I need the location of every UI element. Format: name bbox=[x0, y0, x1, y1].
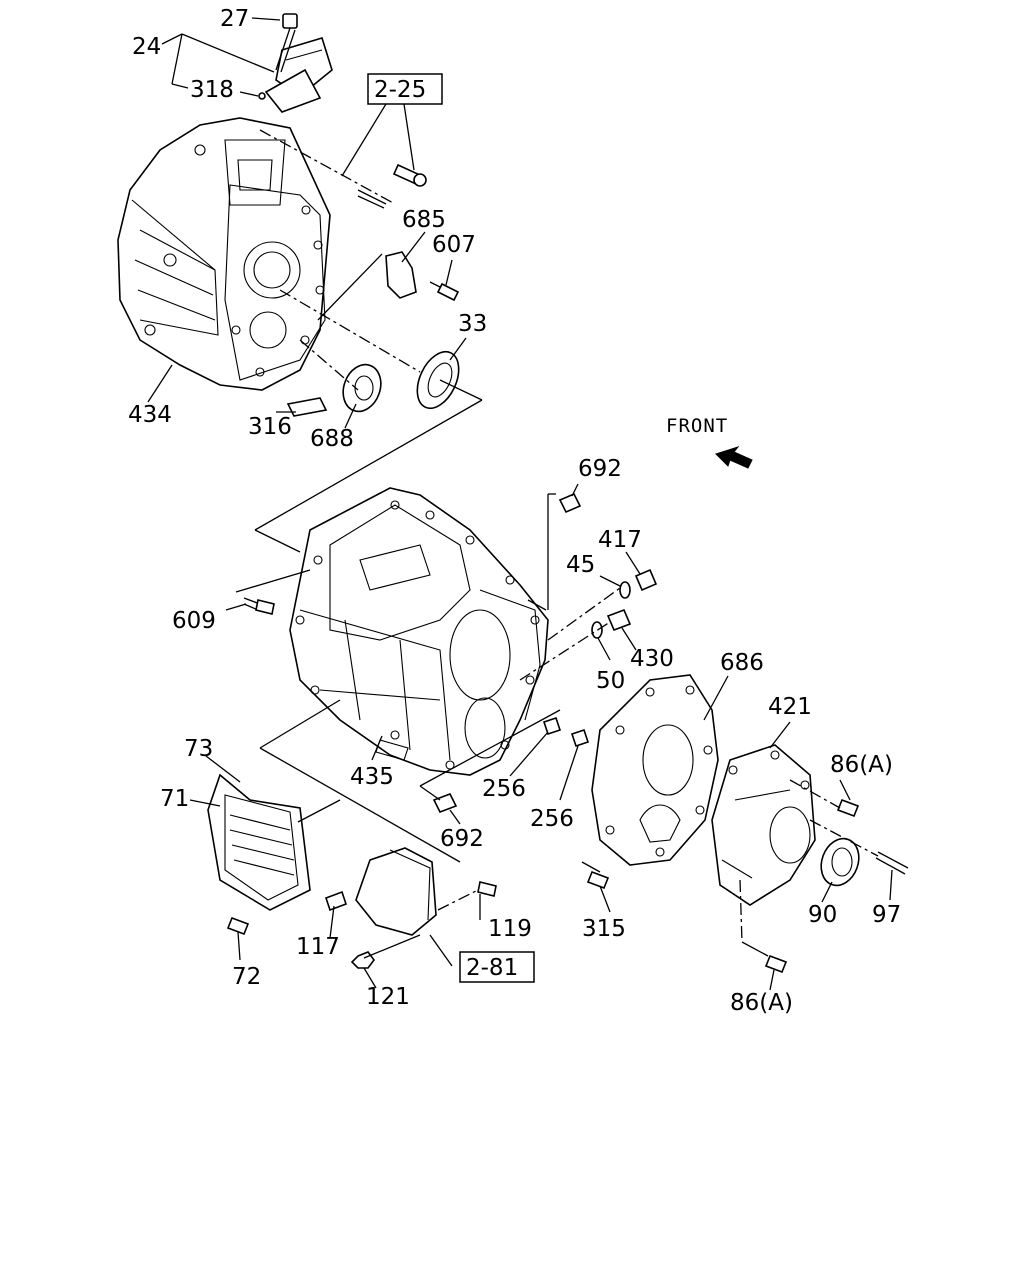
pto-cover bbox=[355, 847, 437, 936]
callout-256-b[interactable]: 256 bbox=[530, 806, 574, 832]
oil-seal-90 bbox=[820, 837, 860, 887]
callout-318[interactable]: 318 bbox=[190, 77, 234, 103]
bracket-685 bbox=[385, 251, 460, 302]
callout-692-top[interactable]: 692 bbox=[578, 456, 622, 482]
stud-97 bbox=[875, 851, 909, 875]
access-cover bbox=[264, 37, 333, 113]
ring-45 bbox=[619, 581, 631, 599]
plug-417 bbox=[634, 568, 658, 592]
callout-90[interactable]: 90 bbox=[808, 902, 837, 928]
front-label: FRONT bbox=[666, 415, 728, 437]
callout-72[interactable]: 72 bbox=[232, 964, 261, 990]
oil-seal-90-inner bbox=[831, 847, 853, 877]
bolts-2-25 bbox=[357, 163, 427, 209]
callout-609[interactable]: 609 bbox=[172, 608, 216, 634]
extension-housing-421 bbox=[711, 744, 816, 906]
ref-2-25[interactable]: 2-25 bbox=[374, 77, 426, 103]
side-cover bbox=[207, 773, 311, 911]
callout-686[interactable]: 686 bbox=[720, 650, 764, 676]
callout-24[interactable]: 24 bbox=[132, 34, 161, 60]
callout-117[interactable]: 117 bbox=[296, 934, 340, 960]
callout-315[interactable]: 315 bbox=[582, 916, 626, 942]
ref-box-2-81 bbox=[459, 951, 535, 983]
washer-318 bbox=[258, 92, 266, 100]
plug-692-bottom bbox=[432, 792, 458, 814]
bolt-72 bbox=[226, 916, 250, 936]
bolt-27 bbox=[275, 13, 298, 73]
leader-lines bbox=[147, 17, 893, 991]
pin-256-a bbox=[542, 716, 562, 736]
callout-71[interactable]: 71 bbox=[160, 786, 189, 812]
clutch-housing bbox=[117, 117, 331, 391]
callout-labels: 27 24 318 685 607 33 434 316 688 692 417… bbox=[128, 6, 901, 1016]
callout-685[interactable]: 685 bbox=[402, 207, 446, 233]
callout-97[interactable]: 97 bbox=[872, 902, 901, 928]
bolt-117 bbox=[324, 890, 348, 912]
plug-430 bbox=[606, 608, 632, 632]
callout-73[interactable]: 73 bbox=[184, 736, 213, 762]
front-direction-indicator: FRONT bbox=[666, 415, 753, 469]
callout-435[interactable]: 435 bbox=[350, 764, 394, 790]
callout-688[interactable]: 688 bbox=[310, 426, 354, 452]
oil-seal-33 bbox=[416, 350, 460, 410]
callout-86a-top[interactable]: 86(A) bbox=[830, 752, 893, 778]
callout-45[interactable]: 45 bbox=[566, 552, 595, 578]
pin-256-b bbox=[570, 728, 590, 748]
bolt-315 bbox=[586, 870, 610, 890]
callout-33[interactable]: 33 bbox=[458, 311, 487, 337]
bolt-86a-bottom bbox=[764, 954, 788, 974]
callout-417[interactable]: 417 bbox=[598, 527, 642, 553]
bearing-retainer-688 bbox=[342, 363, 382, 413]
ref-2-81[interactable]: 2-81 bbox=[466, 955, 518, 981]
ref-box-2-25 bbox=[367, 73, 443, 105]
stud-119 bbox=[477, 881, 497, 897]
front-arrow-icon bbox=[715, 446, 753, 469]
nut-121 bbox=[350, 951, 375, 969]
callout-27[interactable]: 27 bbox=[220, 6, 249, 32]
callout-421[interactable]: 421 bbox=[768, 694, 812, 720]
callout-256-a[interactable]: 256 bbox=[482, 776, 526, 802]
plug-692-top bbox=[558, 492, 582, 514]
callout-316[interactable]: 316 bbox=[248, 414, 292, 440]
bolt-609 bbox=[243, 597, 275, 615]
callout-121[interactable]: 121 bbox=[366, 984, 410, 1010]
ring-50 bbox=[591, 621, 603, 639]
transmission-case bbox=[289, 487, 549, 776]
bolt-86a-top bbox=[836, 798, 860, 818]
callout-607[interactable]: 607 bbox=[432, 232, 476, 258]
callout-119[interactable]: 119 bbox=[488, 916, 532, 942]
callout-434[interactable]: 434 bbox=[128, 402, 172, 428]
callout-692-bottom[interactable]: 692 bbox=[440, 826, 484, 852]
callout-50[interactable]: 50 bbox=[596, 668, 625, 694]
callout-430[interactable]: 430 bbox=[630, 646, 674, 672]
plate-316 bbox=[286, 397, 328, 417]
center-plate-686 bbox=[591, 674, 719, 866]
callout-86a-bottom[interactable]: 86(A) bbox=[730, 990, 793, 1016]
